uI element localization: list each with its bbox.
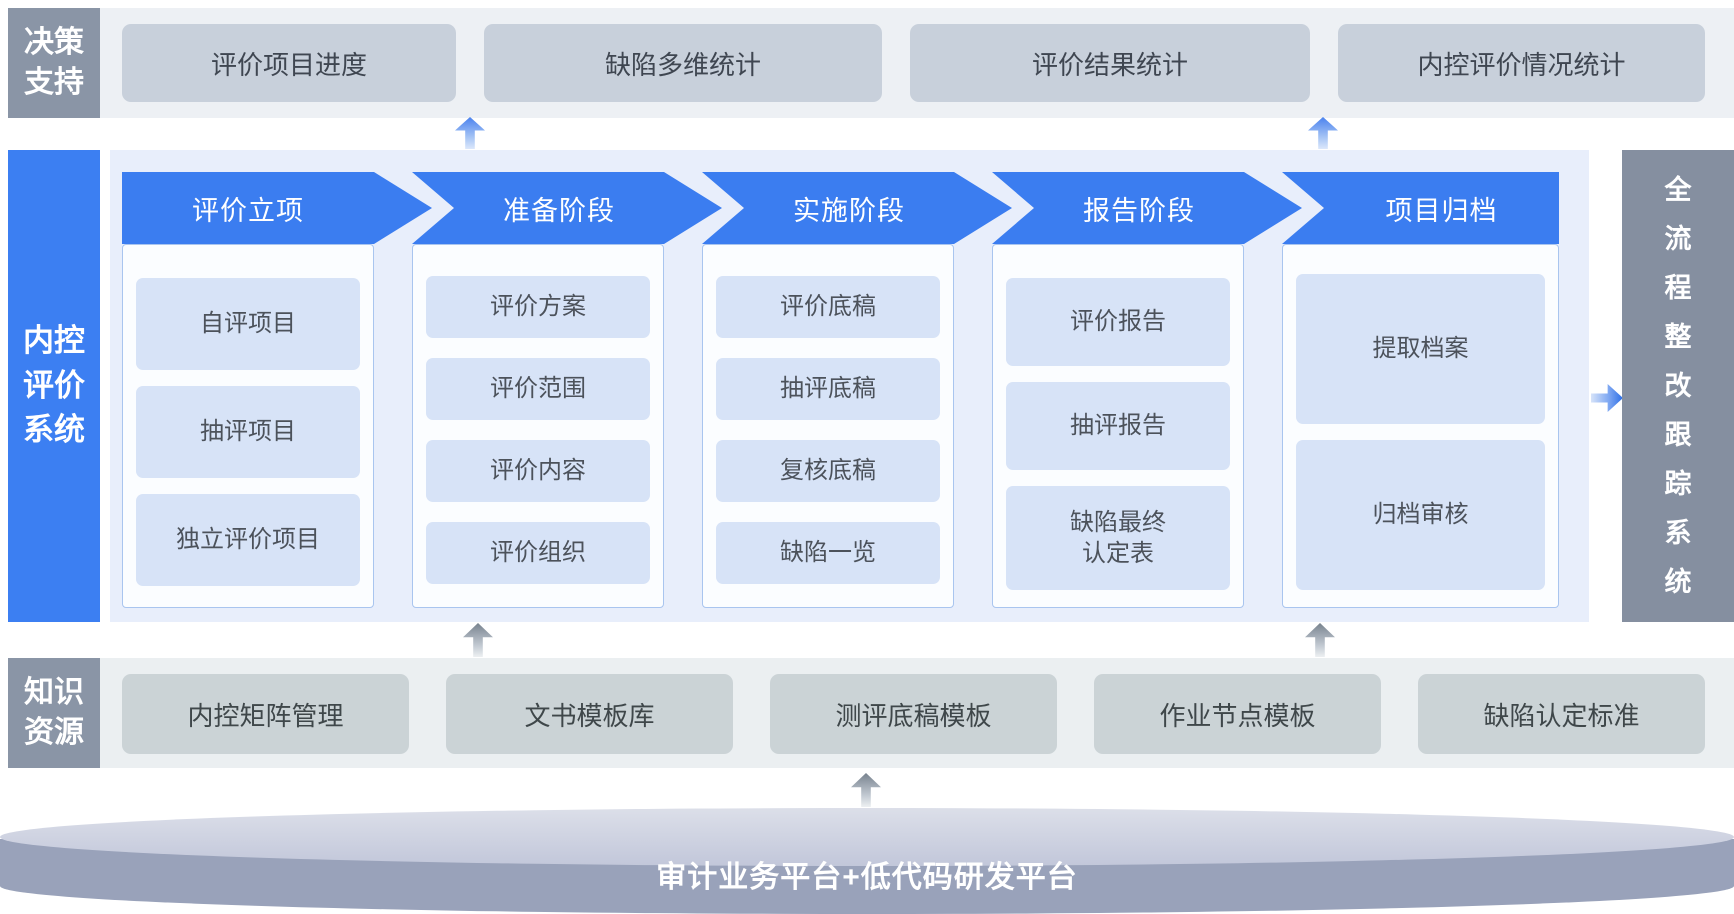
stage-header: 报告阶段 [992, 172, 1302, 244]
stage-item: 缺陷最终认定表 [1006, 486, 1230, 590]
platform-cylinder-top [0, 808, 1734, 866]
up-arrow-icon [851, 773, 881, 807]
stage-item: 归档审核 [1296, 440, 1545, 590]
stage-item: 评价底稿 [716, 276, 940, 338]
tracking-system-label: 全流程整改跟踪系统 [1622, 150, 1734, 622]
up-arrow-icon [1305, 623, 1335, 657]
evaluation-system-label: 内控评价系统 [8, 150, 100, 622]
decision-support-item: 缺陷多维统计 [484, 24, 882, 102]
stage-column-implementation: 评价底稿 抽评底稿 复核底稿 缺陷一览 [702, 244, 954, 608]
stage-item: 评价报告 [1006, 278, 1230, 366]
stage-header: 实施阶段 [702, 172, 1012, 244]
stage-item: 独立评价项目 [136, 494, 360, 586]
stage-item: 复核底稿 [716, 440, 940, 502]
stage-item: 抽评项目 [136, 386, 360, 478]
stage-item: 评价范围 [426, 358, 650, 420]
knowledge-resources-label: 知识资源 [8, 658, 100, 768]
decision-support-item: 评价结果统计 [910, 24, 1310, 102]
up-arrow-icon [455, 117, 485, 149]
stage-item: 评价组织 [426, 522, 650, 584]
stage-item: 缺陷一览 [716, 522, 940, 584]
right-arrow-icon [1591, 384, 1623, 412]
stage-item: 抽评报告 [1006, 382, 1230, 470]
stage-item: 自评项目 [136, 278, 360, 370]
stage-item: 抽评底稿 [716, 358, 940, 420]
stage-column-archiving: 提取档案 归档审核 [1282, 244, 1559, 608]
stage-header: 准备阶段 [412, 172, 722, 244]
platform-label: 审计业务平台+低代码研发平台 [656, 861, 1078, 894]
stage-column-preparation: 评价方案 评价范围 评价内容 评价组织 [412, 244, 664, 608]
knowledge-item: 内控矩阵管理 [122, 674, 409, 754]
decision-support-label: 决策支持 [8, 8, 100, 118]
decision-support-item: 评价项目进度 [122, 24, 456, 102]
stage-item: 评价内容 [426, 440, 650, 502]
stage-item: 提取档案 [1296, 274, 1545, 424]
stage-header: 项目归档 [1282, 172, 1559, 244]
knowledge-item: 缺陷认定标准 [1418, 674, 1705, 754]
stage-column-reporting: 评价报告 抽评报告 缺陷最终认定表 [992, 244, 1244, 608]
stage-column-initiation: 自评项目 抽评项目 独立评价项目 [122, 244, 374, 608]
stage-header: 评价立项 [122, 172, 432, 244]
decision-support-item: 内控评价情况统计 [1338, 24, 1705, 102]
knowledge-item: 测评底稿模板 [770, 674, 1057, 754]
up-arrow-icon [463, 623, 493, 657]
knowledge-item: 文书模板库 [446, 674, 733, 754]
knowledge-item: 作业节点模板 [1094, 674, 1381, 754]
stage-item: 评价方案 [426, 276, 650, 338]
up-arrow-icon [1308, 117, 1338, 149]
